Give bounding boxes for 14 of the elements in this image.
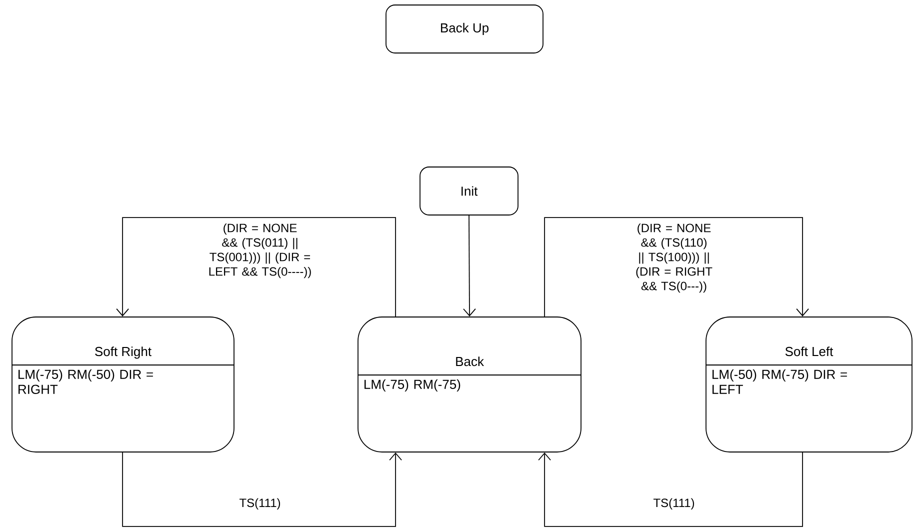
arrow bbox=[538, 452, 803, 527]
state-box: Soft Left LM(-50) RM(-75) DIR = LEFT bbox=[706, 316, 912, 452]
edge-label: (DIR = NONE && (TS(011) || TS(001))) || (DIR = LEFT && TS(0----)) bbox=[207, 222, 313, 280]
edge-label: (DIR = NONE && (TS(110) || TS(100))) || (DIR = RIGHT && TS(0---)) bbox=[621, 222, 727, 294]
arrow bbox=[544, 217, 809, 317]
arrow bbox=[122, 452, 402, 527]
state-box: Init bbox=[420, 166, 518, 216]
state-box: Soft Right LM(-75) RM(-50) DIR = RIGHT bbox=[12, 316, 234, 452]
edge-label: TS(111) bbox=[238, 497, 282, 510]
arrow bbox=[463, 215, 476, 317]
state-box: Back Up bbox=[386, 4, 544, 54]
edge-label: TS(111) bbox=[652, 497, 696, 510]
arrow bbox=[116, 217, 396, 317]
state-box: Back LM(-75) RM(-75) bbox=[358, 316, 582, 452]
